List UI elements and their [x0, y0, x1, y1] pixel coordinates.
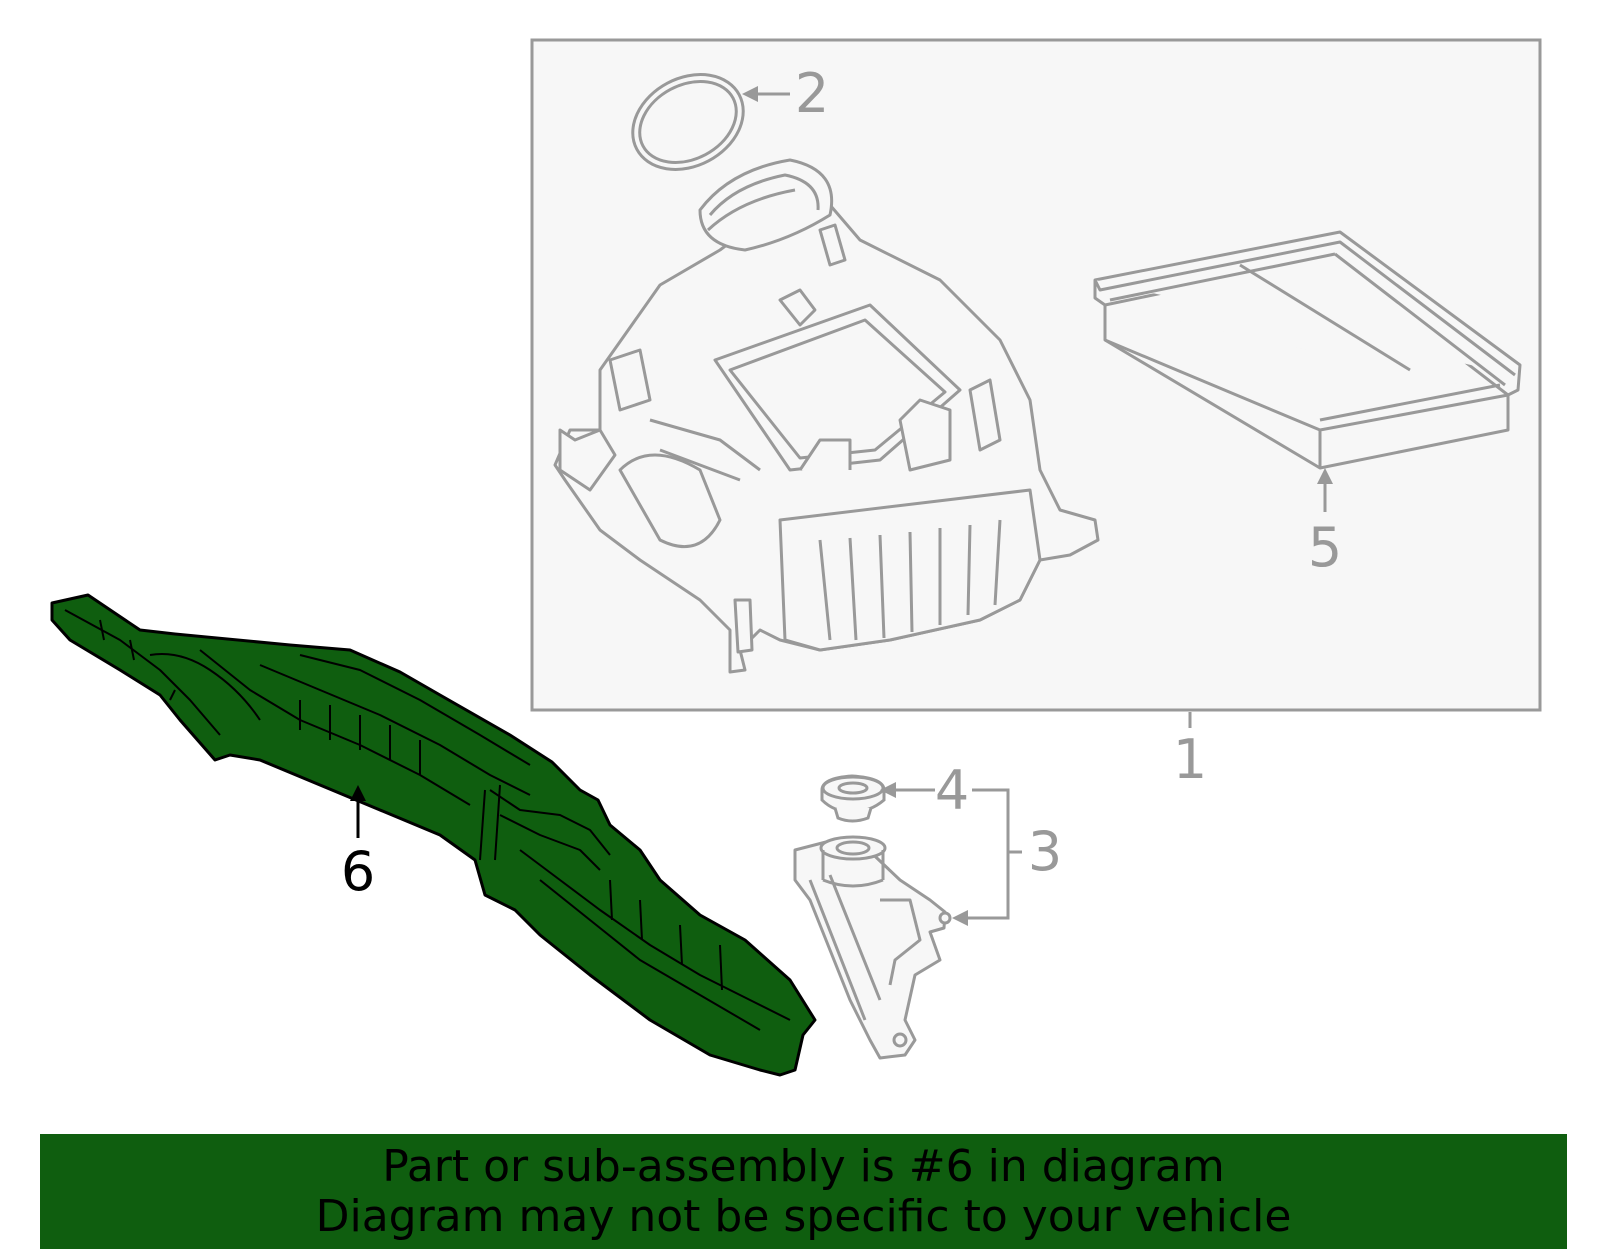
banner-line-1: Part or sub-assembly is #6 in diagram — [382, 1141, 1225, 1192]
leader-lines — [742, 86, 1333, 926]
callout-3: 3 — [1028, 820, 1062, 883]
part-2-seal-ring — [631, 73, 745, 171]
leader-line-6 — [350, 785, 366, 838]
callout-4: 4 — [935, 759, 969, 822]
callout-5: 5 — [1308, 516, 1342, 579]
part-4-grommet — [820, 774, 886, 823]
info-banner: Part or sub-assembly is #6 in diagram Di… — [40, 1134, 1567, 1249]
callout-6: 6 — [341, 840, 375, 903]
callout-2: 2 — [795, 62, 829, 125]
part-5-air-filter — [1093, 230, 1522, 470]
part-6-air-intake-duct — [50, 593, 817, 1077]
part-1-air-cleaner-housing — [553, 158, 1100, 674]
banner-line-2: Diagram may not be specific to your vehi… — [315, 1191, 1292, 1242]
callout-1: 1 — [1173, 728, 1207, 791]
part-3-mount-bracket — [793, 835, 952, 1060]
